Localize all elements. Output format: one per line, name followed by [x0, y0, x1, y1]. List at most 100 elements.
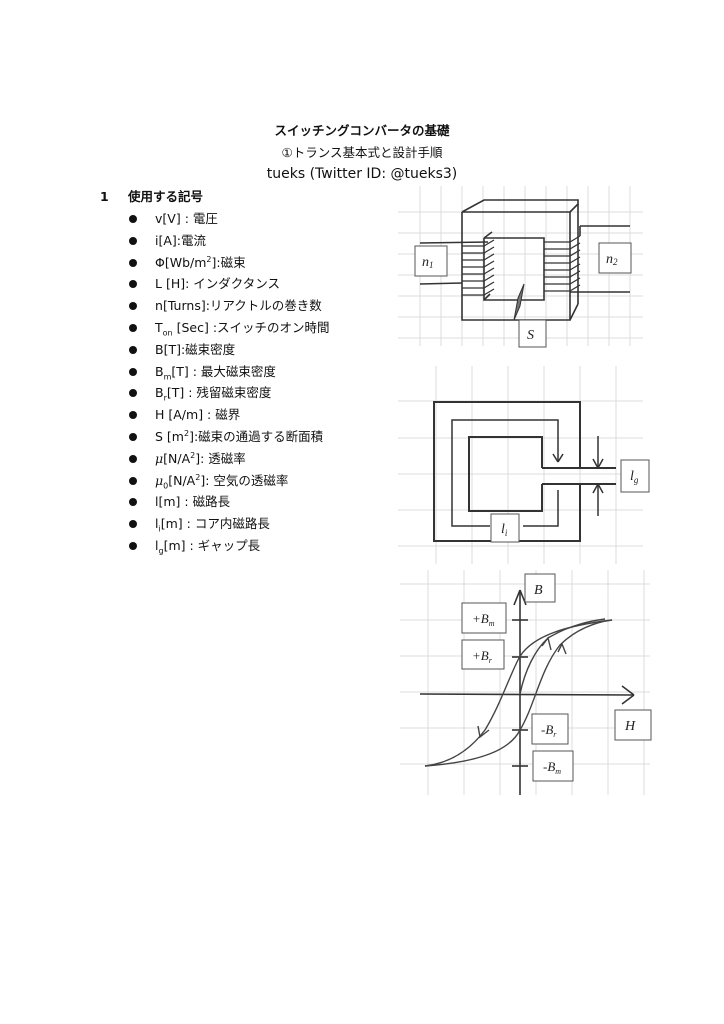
- symbol-description: : インダクタンス: [185, 276, 281, 292]
- symbol-description: :磁束の通過する断面積: [193, 428, 324, 444]
- neg-bm-label-box: [532, 750, 574, 782]
- symbol-description: :電流: [176, 232, 207, 248]
- symbol-description: :磁束密度: [180, 341, 236, 357]
- symbol-unit-end: ]: [200, 472, 206, 488]
- gapped-core-diagram: lg li: [398, 366, 658, 566]
- symbol-name: Φ: [155, 254, 165, 270]
- b-axis-label: B: [534, 583, 543, 598]
- unit-superscript: 2: [183, 428, 190, 438]
- bullet-icon: [129, 432, 137, 441]
- symbol-subscript: i: [158, 524, 161, 534]
- transformer-diagram: n1 n2 S: [398, 186, 648, 351]
- symbol-subscript: on: [162, 328, 173, 338]
- neg-bm-label: -Bm: [543, 759, 561, 776]
- symbol-list-item: Φ[Wb/m2]:磁束: [128, 255, 330, 277]
- symbol-description: :磁束: [216, 254, 246, 270]
- symbol-list-item: μ0[N/A2]: 空気の透磁率: [128, 473, 330, 495]
- symbol-unit: [V]: [162, 211, 181, 226]
- symbol-list-item: S [m2]:磁束の通過する断面積: [128, 429, 330, 451]
- symbol-unit: [N/A: [163, 450, 191, 466]
- li-label: li: [501, 522, 508, 538]
- unit-superscript: 2: [206, 254, 212, 264]
- symbol-list-item: B[T]:磁束密度: [128, 342, 330, 364]
- bullet-icon: [129, 215, 137, 223]
- h-axis-label: H: [624, 719, 636, 734]
- bullet-icon: [129, 476, 137, 485]
- symbol-name: i: [155, 232, 159, 248]
- bullet-icon: [129, 541, 137, 550]
- h-axis-label-box: [614, 709, 652, 741]
- bullet-icon: [129, 389, 137, 398]
- lg-label: lg: [630, 469, 639, 485]
- symbol-unit: [N/A: [168, 472, 196, 488]
- section-number: 1: [100, 189, 109, 204]
- symbol-name: T: [155, 319, 163, 335]
- gapped-core-drawing: lg li: [398, 366, 650, 564]
- hysteresis-diagram: B H +Bm +Br -Br -Bm: [400, 570, 655, 800]
- bullet-icon: [129, 280, 137, 289]
- neg-br-label-box: [531, 713, 569, 745]
- lg-label-box: [620, 459, 650, 493]
- symbol-unit: [A]: [158, 232, 177, 248]
- hysteresis-drawing: B H +Bm +Br -Br -Bm: [400, 570, 652, 795]
- symbol-description: : 空気の透磁率: [205, 472, 289, 488]
- document-subtitle: ①トランス基本式と設計手順: [281, 145, 443, 160]
- pos-bm-label-box: [461, 602, 507, 634]
- s-label: S: [527, 328, 534, 343]
- symbol-description: : 磁界: [203, 407, 241, 423]
- bullet-icon: [129, 367, 137, 376]
- bullet-icon: [129, 302, 137, 311]
- symbol-unit: [H]: [161, 276, 186, 292]
- symbol-description: : 磁路長: [180, 494, 231, 510]
- bullet-icon: [129, 236, 137, 245]
- symbol-name: l: [155, 537, 159, 553]
- symbol-name: l: [155, 494, 159, 510]
- symbol-subscript: m: [163, 372, 172, 382]
- document-title: スイッチングコンバータの基礎: [274, 123, 450, 138]
- symbol-name: μ: [155, 472, 164, 488]
- symbol-unit: [m]: [158, 494, 181, 510]
- symbol-unit: [Sec]: [172, 319, 209, 335]
- symbol-name: μ: [155, 450, 164, 466]
- symbol-name: L: [155, 276, 162, 292]
- symbol-description: : ギャップ長: [185, 537, 261, 553]
- symbol-unit: [Turns]: [162, 298, 206, 314]
- symbol-description: : 最大磁束密度: [188, 363, 276, 379]
- symbol-unit: [T]: [171, 363, 189, 379]
- bullet-icon: [129, 323, 137, 332]
- symbol-unit-end: ]: [195, 450, 201, 466]
- symbol-unit: [m: [162, 428, 184, 444]
- symbol-name: B: [155, 341, 164, 357]
- bullet-icon: [129, 258, 137, 267]
- symbol-list-item: l[m] : 磁路長: [128, 494, 330, 516]
- pos-br-label-box: [461, 639, 505, 670]
- symbol-name: n: [155, 298, 163, 314]
- symbol-name: l: [155, 516, 159, 532]
- symbol-description: : 残留磁束密度: [184, 385, 272, 401]
- pos-br-label: +Br: [472, 648, 493, 665]
- unit-superscript: 2: [195, 472, 201, 482]
- bullet-icon: [129, 498, 137, 507]
- neg-br-label: -Br: [541, 722, 557, 739]
- symbol-name: v: [155, 211, 163, 226]
- symbol-list-item: i[A]:電流: [128, 233, 330, 255]
- symbol-name: H: [155, 407, 165, 423]
- bullet-icon: [129, 345, 137, 354]
- bullet-icon: [129, 454, 137, 463]
- symbol-list-item: Br[T] : 残留磁束密度: [128, 385, 330, 407]
- symbol-subscript: g: [158, 546, 164, 556]
- symbol-name: B: [155, 363, 164, 379]
- symbol-list-item: Bm[T] : 最大磁束密度: [128, 364, 330, 386]
- bullet-icon: [129, 411, 137, 420]
- s-label-box: [518, 319, 547, 348]
- symbol-description: : コア内磁路長: [182, 516, 270, 532]
- li-label-box: [490, 513, 520, 543]
- symbol-description: :リアクトルの巻き数: [205, 298, 322, 314]
- document-author: tueks (Twitter ID: @tueks3): [266, 166, 458, 182]
- symbol-list-item: n[Turns]:リアクトルの巻き数: [128, 298, 330, 320]
- b-axis-label-box: [524, 573, 556, 603]
- pos-bm-label: +Bm: [472, 611, 495, 628]
- symbol-unit: [Wb/m: [164, 254, 207, 270]
